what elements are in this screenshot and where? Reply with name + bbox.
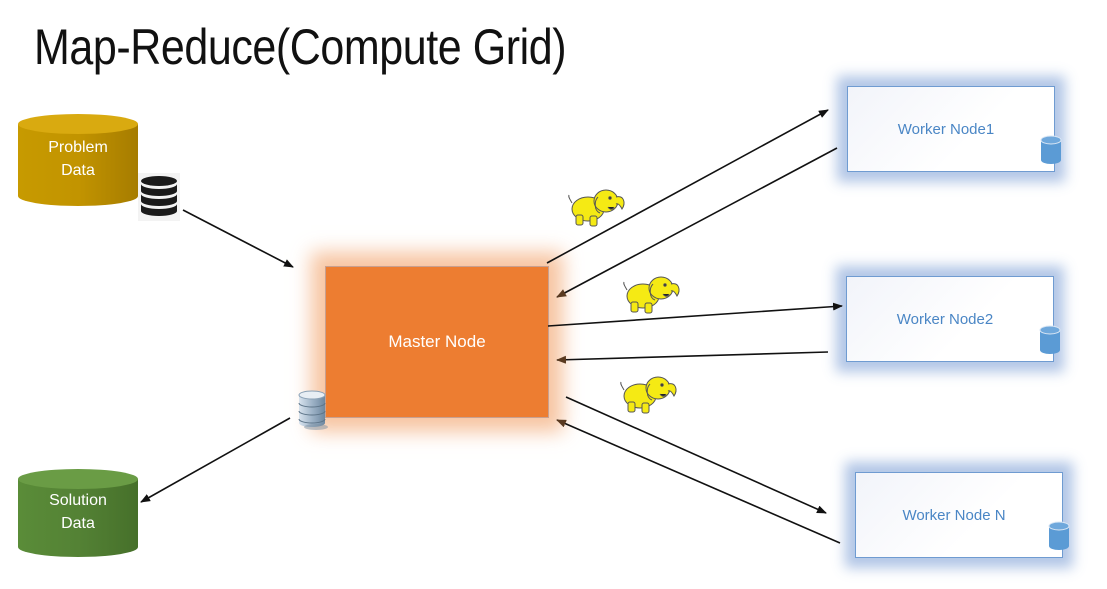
problem-data-cylinder-shape <box>18 114 138 206</box>
hadoop-elephant-icon <box>623 276 680 314</box>
worker-node-1: Worker Node1 <box>847 86 1062 172</box>
edge-master-to-workerN <box>565 396 827 514</box>
database-server-icon <box>296 389 330 431</box>
solution-data-label-line1: Solution <box>49 492 107 509</box>
master-node-label: Master Node <box>388 332 486 351</box>
worker-node-n: Worker Node N <box>855 472 1070 558</box>
worker-node-1-label: Worker Node1 <box>897 120 995 138</box>
database-icon <box>138 173 180 221</box>
worker-node-2-label: Worker Node2 <box>896 310 994 328</box>
edge-master-to-worker1 <box>546 109 829 264</box>
hadoop-elephant-icon <box>620 376 677 414</box>
worker-node-n-label: Worker Node N <box>902 506 1006 524</box>
solution-data-store: Solution Data <box>17 467 139 559</box>
edge-workerN-to-master <box>556 419 841 544</box>
solution-data-label-line2: Data <box>61 515 95 532</box>
master-node: Master Node <box>325 266 549 418</box>
worker-node-2: Worker Node2 <box>846 276 1061 362</box>
cylinder-icon <box>1040 135 1062 164</box>
problem-data-label-line1: Problem <box>48 139 108 156</box>
cylinder-icon <box>1048 521 1070 550</box>
problem-data-store: Problem Data <box>17 112 139 208</box>
edge-problem-to-master <box>182 209 294 268</box>
edge-worker2-to-master <box>556 351 829 364</box>
cylinder-icon <box>1039 325 1061 354</box>
edge-worker1-to-master <box>556 147 838 298</box>
page-title: Map-Reduce(Compute Grid) <box>34 19 567 75</box>
solution-data-cylinder-shape <box>18 469 138 557</box>
edge-master-to-solution <box>140 417 291 503</box>
hadoop-elephant-icon <box>568 189 625 227</box>
edge-master-to-worker2 <box>547 302 843 327</box>
problem-data-label-line2: Data <box>61 162 95 179</box>
